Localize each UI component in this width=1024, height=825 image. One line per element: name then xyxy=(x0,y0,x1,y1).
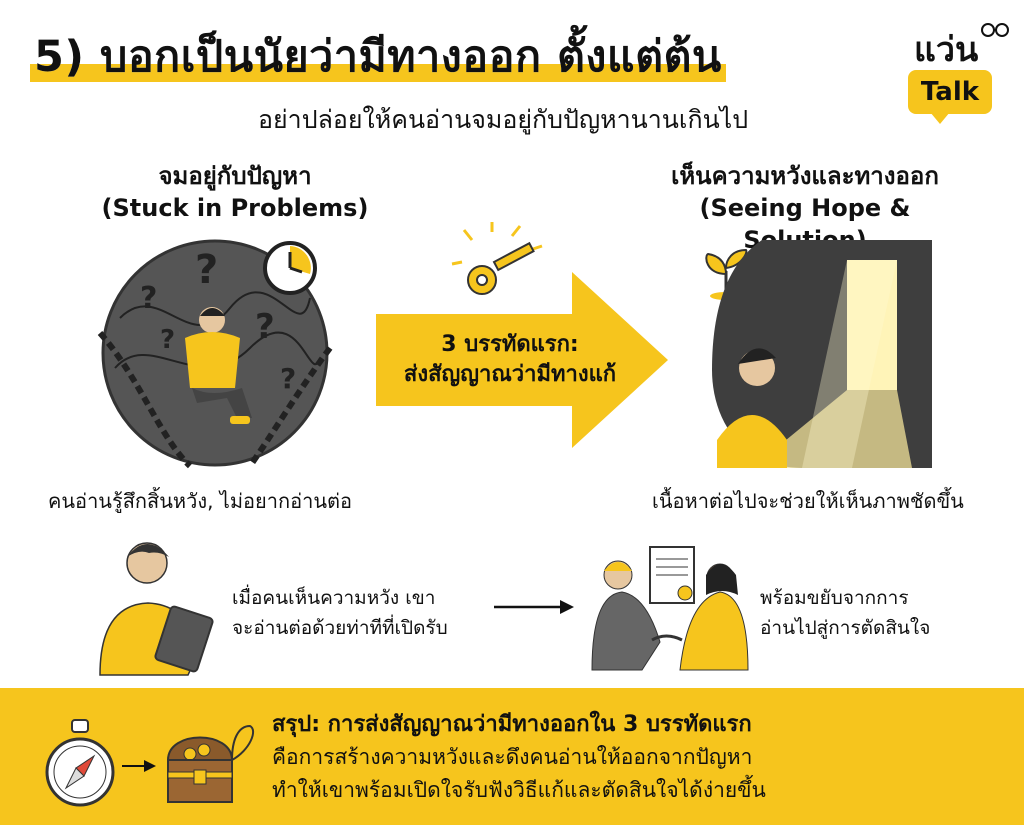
middle-left-text: เมื่อคนเห็นความหวัง เขา จะอ่านต่อด้วยท่า… xyxy=(232,583,448,643)
reader-illustration xyxy=(99,542,214,676)
brand-badge: Talk xyxy=(908,70,992,114)
svg-text:?: ? xyxy=(255,307,275,347)
right-arrow-icon xyxy=(376,272,668,448)
middle-right-line1: พร้อมขยับจากการ xyxy=(760,587,909,609)
summary-line3: ทำให้เขาพร้อมเปิดใจรับฟังวิธีแก้และตัดสิ… xyxy=(272,778,766,802)
summary-line2: คือการสร้างความหวังและดึงคนอ่านให้ออกจาก… xyxy=(272,745,753,769)
middle-right-text: พร้อมขยับจากการ อ่านไปสู่การตัดสินใจ xyxy=(760,583,930,643)
middle-left-line2: จะอ่านต่อด้วยท่าทีที่เปิดรับ xyxy=(232,617,448,639)
stuck-illustration: ? ? ? ? ? xyxy=(97,239,333,469)
treasure-chest-icon xyxy=(166,724,255,803)
arrow-label: 3 บรรทัดแรก: ส่งสัญญาณว่ามีทางแก้ xyxy=(390,330,630,390)
handshake-illustration xyxy=(591,546,749,671)
arrow-label-line2: ส่งสัญญาณว่ามีทางแก้ xyxy=(403,362,617,387)
svg-text:?: ? xyxy=(160,325,175,355)
footer-arrow-icon xyxy=(122,760,156,772)
right-heading-th: เห็นความหวังและทางออก xyxy=(671,162,939,190)
key-icon xyxy=(451,222,543,295)
glasses-icon xyxy=(981,23,1009,37)
summary-line1: สรุป: การส่งสัญญาณว่ามีทางออกใน 3 บรรทัด… xyxy=(272,712,752,737)
left-heading-en: (Stuck in Problems) xyxy=(101,194,369,222)
brand-badge-tail xyxy=(930,112,950,124)
left-heading-th: จมอยู่กับปัญหา xyxy=(158,162,312,190)
left-panel-heading: จมอยู่กับปัญหา (Stuck in Problems) xyxy=(90,160,380,224)
summary-text: สรุป: การส่งสัญญาณว่ามีทางออกใน 3 บรรทัด… xyxy=(272,708,766,807)
middle-left-line1: เมื่อคนเห็นความหวัง เขา xyxy=(232,587,436,609)
svg-text:?: ? xyxy=(280,362,296,395)
brand-name: แว่น xyxy=(914,30,979,70)
right-caption: เนื้อหาต่อไปจะช่วยให้เห็นภาพชัดขึ้น xyxy=(652,489,964,513)
svg-text:?: ? xyxy=(140,281,157,316)
left-caption: คนอ่านรู้สึกสิ้นหวัง, ไม่อยากอ่านต่อ xyxy=(48,489,353,513)
clock-icon xyxy=(263,241,317,295)
page-subtitle: อย่าปล่อยให้คนอ่านจมอยู่กับปัญหานานเกินไ… xyxy=(258,105,749,134)
compass-icon xyxy=(45,719,115,807)
middle-right-line2: อ่านไปสู่การตัดสินใจ xyxy=(760,617,931,639)
arrow-label-line1: 3 บรรทัดแรก: xyxy=(441,332,579,357)
svg-text:?: ? xyxy=(195,247,218,293)
page-title: 5) บอกเป็นนัยว่ามีทางออก ตั้งแต่ต้น xyxy=(30,22,726,90)
hope-illustration xyxy=(712,240,932,468)
middle-arrow-icon xyxy=(494,600,574,614)
